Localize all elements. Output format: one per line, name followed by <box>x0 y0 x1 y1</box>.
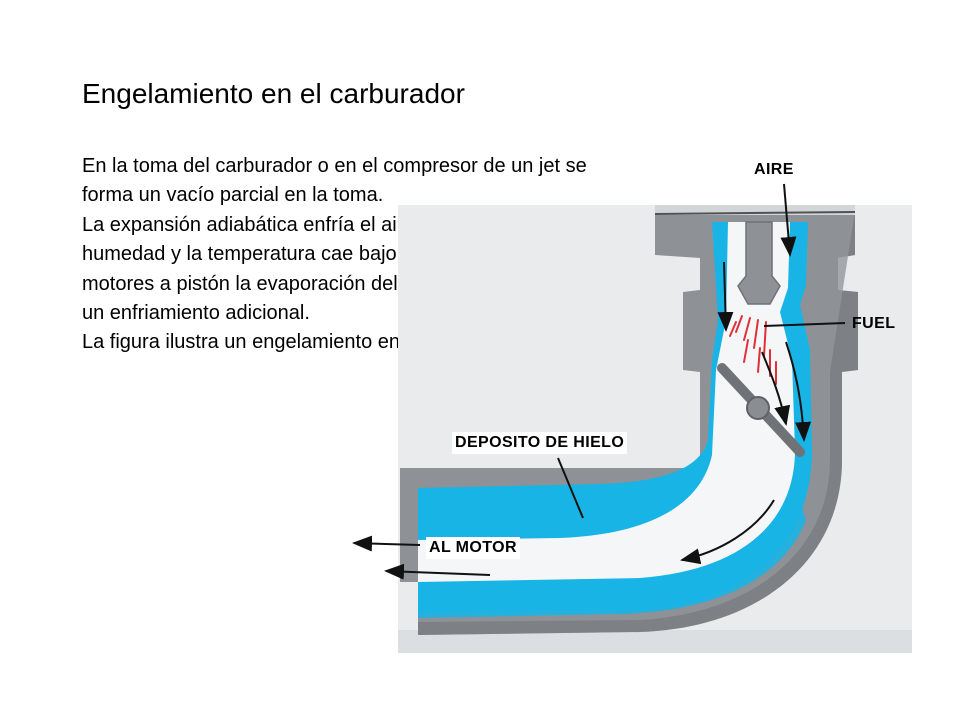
diagram-background-shadow <box>398 630 912 653</box>
callout-lines <box>352 183 846 580</box>
airflow-arrows <box>680 261 812 565</box>
slide-title: Engelamiento en el carburador <box>82 78 465 109</box>
label-to-engine: AL MOTOR <box>426 537 520 559</box>
intake-rim <box>655 205 855 215</box>
airflow-channel <box>418 222 795 582</box>
butterfly-valve <box>717 363 805 457</box>
ice-lower-deposit <box>418 500 806 618</box>
label-aire: AIRE <box>754 161 794 178</box>
label-fuel: FUEL <box>852 315 896 332</box>
label-ice-deposit: DEPOSITO DE HIELO <box>452 432 628 454</box>
paragraph-vacuum: En la toma del carburador o en el compre… <box>82 155 587 207</box>
fuel-nozzle <box>737 221 781 305</box>
